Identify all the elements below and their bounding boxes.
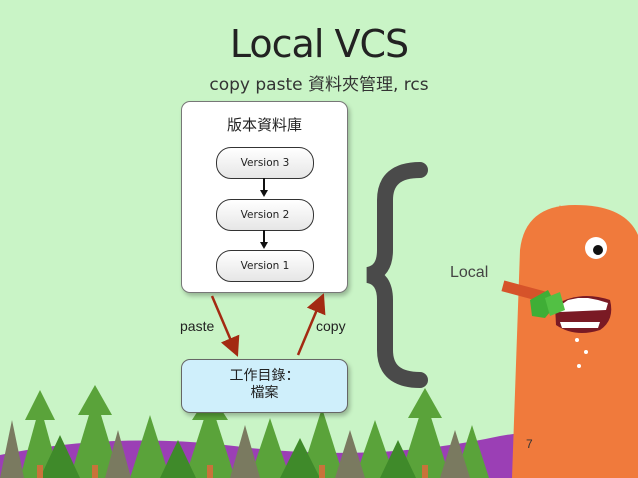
pine-trees	[0, 385, 630, 478]
version-node: Version 1	[216, 250, 314, 282]
copy-label: copy	[316, 318, 346, 334]
page-number: 7	[526, 437, 533, 451]
slide-subtitle: copy paste 資料夾管理, rcs	[209, 75, 429, 95]
version-arrow	[260, 178, 268, 197]
slide-title: Local VCS	[229, 22, 409, 66]
paste-label: paste	[180, 318, 215, 334]
monster-illustration	[501, 205, 638, 478]
working-directory-files: 檔案	[250, 385, 279, 401]
version-database-box: 版本資料庫 Version 3 Version 2 Version 1	[181, 101, 348, 293]
local-label: Local	[450, 264, 489, 281]
working-directory-box: 工作目錄： 檔案	[181, 359, 348, 413]
version-node: Version 3	[216, 147, 314, 179]
version-database-title: 版本資料庫	[226, 116, 302, 134]
version-node: Version 2	[216, 199, 314, 231]
paste-arrow	[210, 295, 240, 357]
version-arrow	[260, 230, 268, 249]
working-directory-label: 工作目錄：	[229, 368, 300, 384]
copy-arrow	[296, 293, 326, 356]
local-brace	[365, 162, 428, 388]
